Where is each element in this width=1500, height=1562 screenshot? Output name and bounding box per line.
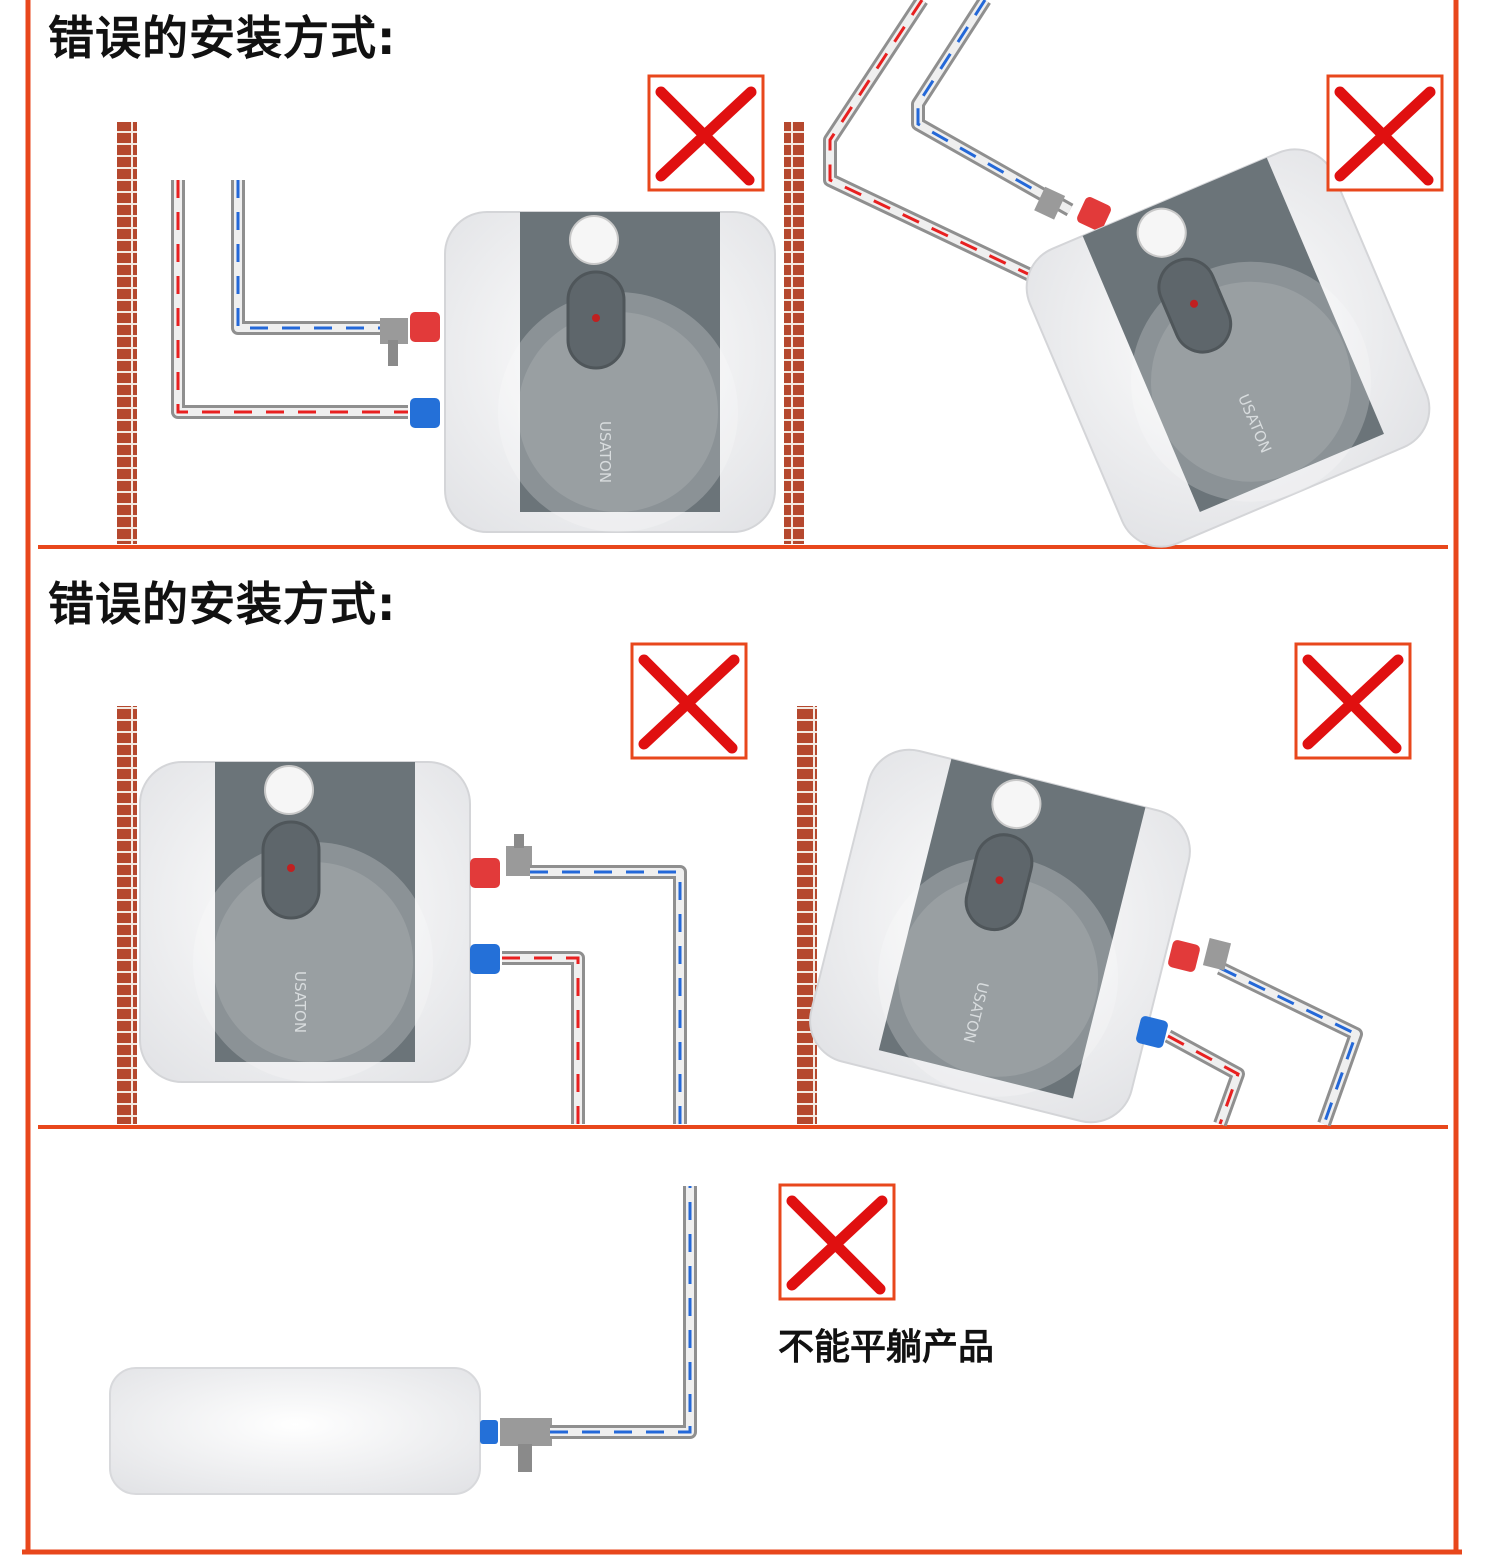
- water-heater-1: [443, 210, 777, 534]
- wrong-mark-2: [1326, 74, 1444, 192]
- panel-4-tilted-pipes-below: [797, 642, 1412, 1133]
- water-heater-4: [799, 739, 1201, 1133]
- wrong-mark-5: [778, 1183, 896, 1301]
- brick-wall-3: [117, 706, 137, 1124]
- panel-1-pipes-above: [117, 74, 804, 544]
- brick-wall-1: [117, 122, 137, 544]
- panel-3-pipes-below: [117, 642, 748, 1124]
- valve: [380, 318, 408, 344]
- brick-wall-4: [797, 706, 817, 1124]
- wrong-mark-4: [1294, 642, 1412, 760]
- caption-no-lying-flat: 不能平躺产品: [778, 1327, 995, 1368]
- hot-outlet: [410, 312, 440, 342]
- brick-wall-2: [784, 122, 804, 544]
- section-title-2: 错误的安装方式:: [48, 577, 397, 631]
- panel-5-flat: [109, 1183, 896, 1495]
- wrong-mark-1: [647, 74, 765, 192]
- water-heater-flat: [109, 1367, 481, 1495]
- section-title-1: 错误的安装方式:: [48, 11, 397, 65]
- water-heater-3: [138, 760, 472, 1084]
- wrong-mark-3: [630, 642, 748, 760]
- water-heater-2: [1012, 134, 1444, 562]
- panel-2-tilted: [823, 0, 1444, 562]
- cold-inlet: [410, 398, 440, 428]
